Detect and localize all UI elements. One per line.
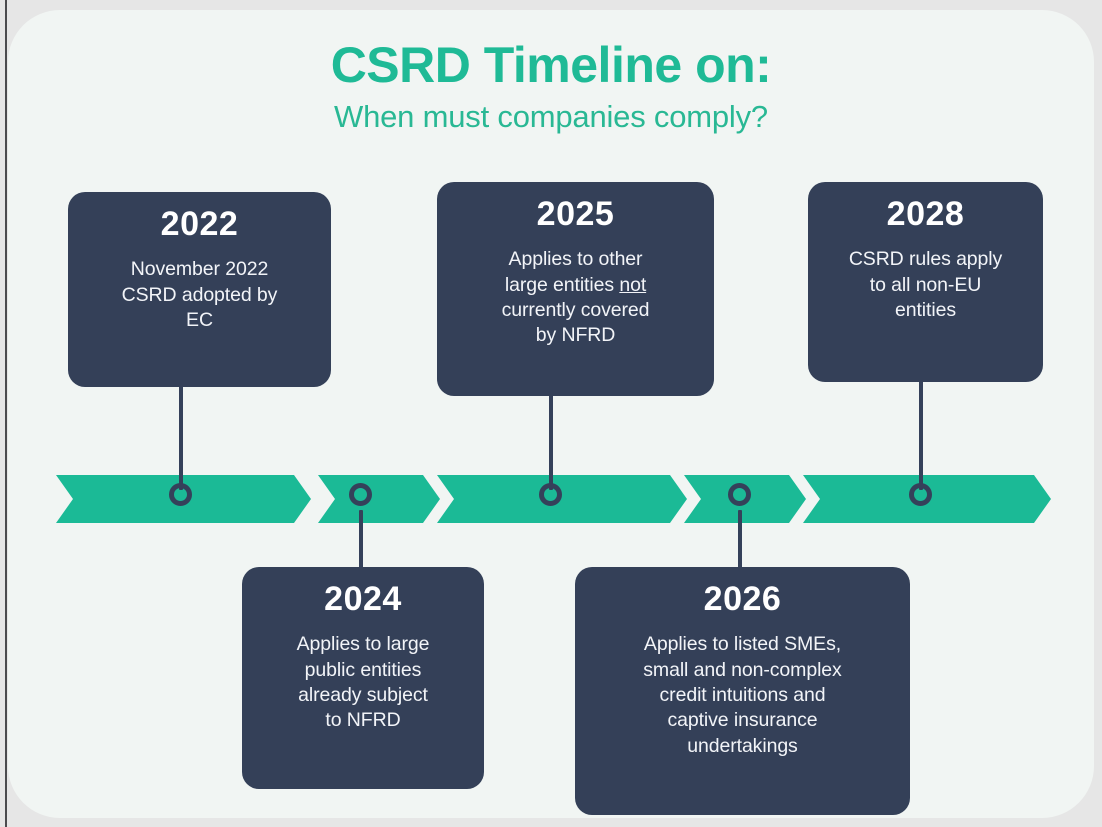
milestone-year-2025: 2025 <box>536 195 615 233</box>
milestone-desc-line: captive insurance <box>667 709 818 732</box>
timeline-node-2026[interactable] <box>728 483 751 506</box>
milestone-desc-text: large entities <box>504 273 620 296</box>
connector-stem-2028 <box>919 375 923 490</box>
milestone-card-2025[interactable]: 2025 Applies to other large entities not… <box>437 182 714 396</box>
milestone-desc-line: small and non-complex <box>643 658 842 681</box>
milestone-desc-line: Applies to large <box>296 633 430 656</box>
milestone-card-2026[interactable]: 2026 Applies to listed SMEs, small and n… <box>575 567 910 815</box>
connector-stem-2022 <box>179 385 183 490</box>
milestone-desc-line: Applies to listed SMEs, <box>643 633 842 656</box>
milestone-desc-emphasis: not <box>619 273 647 296</box>
milestone-desc-line: November 2022 <box>130 258 269 281</box>
timeline-node-2028[interactable] <box>909 483 932 506</box>
timeline-node-2025[interactable] <box>539 483 562 506</box>
milestone-desc-line: Applies to other <box>508 248 643 271</box>
milestone-description-2026: Applies to listed SMEs, small and non-co… <box>643 632 842 759</box>
infographic-panel: CSRD Timeline on: When must companies co… <box>8 10 1094 818</box>
milestone-desc-line: entities <box>895 299 956 322</box>
milestone-year-2026: 2026 <box>703 580 782 618</box>
connector-stem-2024 <box>359 510 363 572</box>
milestone-card-2028[interactable]: 2028 CSRD rules apply to all non-EU enti… <box>808 182 1043 382</box>
milestone-desc-line: currently covered <box>501 299 650 322</box>
milestone-desc-line: EC <box>186 309 213 332</box>
milestone-description-2024: Applies to large public entities already… <box>297 632 430 733</box>
milestone-desc-line: undertakings <box>687 734 798 757</box>
milestone-desc-line: public entities <box>304 658 422 681</box>
milestone-desc-line: to NFRD <box>325 709 401 732</box>
milestone-desc-line: already subject <box>298 684 428 707</box>
milestone-desc-line: to all non-EU <box>869 273 982 296</box>
timeline-node-2022[interactable] <box>169 483 192 506</box>
milestone-card-2024[interactable]: 2024 Applies to large public entities al… <box>242 567 484 789</box>
left-edge-strip <box>5 0 7 827</box>
milestone-description-2022: November 2022 CSRD adopted by EC <box>122 257 278 333</box>
timeline-segment-3 <box>437 475 687 523</box>
milestone-desc-line-with-emphasis: large entities not <box>502 273 650 298</box>
milestone-year-2022: 2022 <box>160 205 239 243</box>
timeline-node-2024[interactable] <box>349 483 372 506</box>
milestone-description-2028: CSRD rules apply to all non-EU entities <box>849 247 1002 323</box>
connector-stem-2025 <box>549 385 553 490</box>
milestone-year-2024: 2024 <box>324 580 402 618</box>
milestone-card-2022[interactable]: 2022 November 2022 CSRD adopted by EC <box>68 192 331 387</box>
milestone-desc-line: CSRD rules apply <box>848 248 1003 271</box>
page-subtitle: When must companies comply? <box>334 99 768 134</box>
milestone-desc-line: by NFRD <box>535 324 616 347</box>
connector-stem-2026 <box>738 510 742 572</box>
milestone-description-2025: Applies to other large entities not curr… <box>502 247 650 348</box>
page-title: CSRD Timeline on: <box>330 37 772 93</box>
milestone-desc-line: CSRD adopted by <box>121 283 278 306</box>
milestone-desc-line: credit intuitions and <box>659 684 826 707</box>
milestone-year-2028: 2028 <box>886 195 965 233</box>
heading-block: CSRD Timeline on: When must companies co… <box>8 38 1094 137</box>
timeline-segment-2 <box>318 475 440 523</box>
